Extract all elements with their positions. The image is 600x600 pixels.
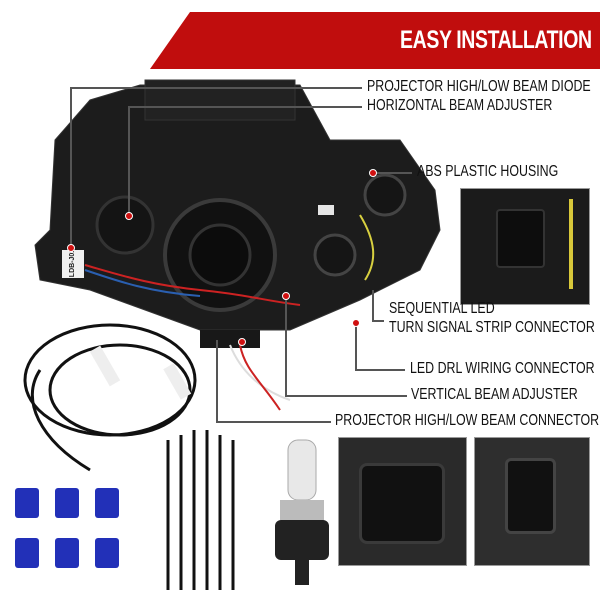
- label-turn-signal-connector: TURN SIGNAL STRIP CONNECTOR: [389, 319, 595, 336]
- label-projector-diode: PROJECTOR HIGH/LOW BEAM DIODE: [367, 78, 591, 95]
- title-banner: EASY INSTALLATION: [150, 12, 600, 69]
- label-housing: ABS PLASTIC HOUSING: [417, 163, 559, 180]
- sticker-text: LDB-J01: [69, 248, 76, 278]
- h11-bulb: [275, 439, 329, 585]
- label-projector-connector: PROJECTOR HIGH/LOW BEAM CONNECTOR: [335, 412, 600, 429]
- label-vertical-adjuster: VERTICAL BEAM ADJUSTER: [411, 386, 578, 403]
- banner-title: EASY INSTALLATION: [400, 26, 592, 54]
- inset-turn-signal-connector: [460, 188, 590, 305]
- wire-taps: [15, 488, 119, 568]
- label-horizontal-adjuster: HORIZONTAL BEAM ADJUSTER: [367, 97, 553, 114]
- sticker: [62, 250, 84, 278]
- zip-ties: [166, 430, 235, 590]
- label-drl-connector: LED DRL WIRING CONNECTOR: [410, 360, 595, 377]
- wiring-harness: [23, 323, 197, 472]
- label-sequential-led: SEQUENTIAL LED: [389, 300, 495, 317]
- inset-drl-connector: [474, 437, 590, 566]
- inset-projector-connector: [338, 437, 467, 566]
